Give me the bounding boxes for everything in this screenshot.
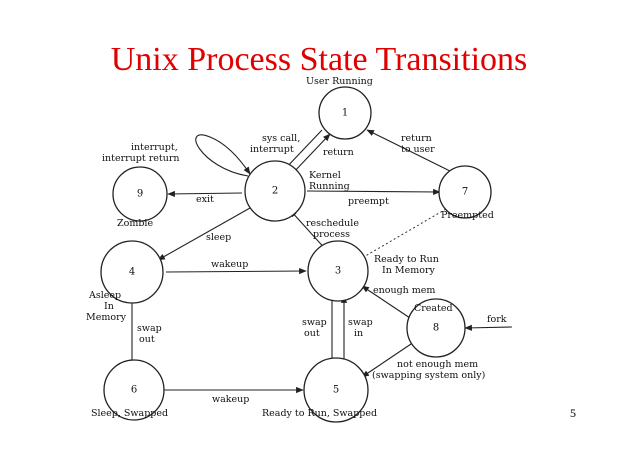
state-5: 5 bbox=[303, 357, 369, 423]
svg-text:3: 3 bbox=[335, 266, 341, 277]
edge-syscall-to-kernel bbox=[283, 129, 323, 171]
label-interrupt-line2: interrupt return bbox=[102, 153, 179, 164]
label-enough-mem: enough mem bbox=[373, 285, 435, 296]
edge-not-enough-mem bbox=[361, 341, 415, 378]
edge-return-to-user bbox=[366, 129, 453, 173]
state-8: 8 bbox=[406, 298, 466, 358]
state-4-label-line3: Memory bbox=[86, 312, 127, 323]
svg-text:6: 6 bbox=[131, 385, 137, 396]
state-6-label: Sleep, Swapped bbox=[91, 408, 168, 419]
label-swap-out-ready-line1: swap bbox=[302, 317, 327, 328]
state-4-label-line1: Asleep bbox=[88, 290, 121, 301]
state-2-label-line1: Kernel bbox=[309, 170, 341, 181]
label-sleep: sleep bbox=[206, 232, 231, 243]
label-not-enough-line1: not enough mem bbox=[397, 359, 478, 370]
state-9-label: Zombie bbox=[117, 218, 153, 229]
label-wakeup-memory: wakeup bbox=[211, 259, 248, 270]
label-reschedule-line1: reschedule bbox=[306, 218, 359, 229]
label-preempt: preempt bbox=[348, 196, 389, 207]
edge-preempt bbox=[306, 188, 441, 196]
label-interrupt-line1: interrupt, bbox=[131, 142, 178, 153]
label-fork: fork bbox=[487, 314, 507, 325]
edge-exit bbox=[167, 190, 243, 197]
state-7-label: Preempted bbox=[441, 210, 494, 221]
label-return-to-user-line1: return bbox=[401, 133, 432, 144]
svg-text:5: 5 bbox=[333, 385, 339, 396]
state-3: 3 bbox=[307, 240, 369, 302]
edge-wakeup-memory bbox=[165, 267, 307, 275]
state-6: 6 bbox=[103, 359, 165, 421]
label-wakeup-swapped: wakeup bbox=[212, 394, 249, 405]
slide-title: Unix Process State Transitions bbox=[110, 41, 528, 78]
label-swap-out-ready-line2: out bbox=[304, 328, 320, 339]
label-swap-out-asleep-line2: out bbox=[139, 334, 155, 345]
state-5-label: Ready to Run, Swapped bbox=[262, 408, 377, 419]
label-not-enough-line2: (swapping system only) bbox=[372, 370, 485, 381]
label-syscall-line1: sys call, bbox=[262, 133, 300, 144]
svg-text:4: 4 bbox=[129, 267, 135, 278]
state-1: 1 bbox=[318, 86, 372, 140]
state-7: 7 bbox=[438, 165, 492, 219]
label-exit: exit bbox=[196, 194, 214, 205]
label-swap-out-asleep-line1: swap bbox=[137, 323, 162, 334]
edge-fork bbox=[464, 324, 513, 331]
svg-text:1: 1 bbox=[342, 108, 348, 119]
state-2: 2 bbox=[244, 160, 306, 222]
svg-text:2: 2 bbox=[272, 186, 278, 197]
label-return-kernel: return bbox=[323, 147, 354, 158]
state-4-label-line2: In bbox=[104, 301, 114, 312]
page-number: 5 bbox=[570, 406, 576, 420]
state-2-label-line2: Running bbox=[309, 181, 350, 192]
svg-text:7: 7 bbox=[462, 187, 468, 198]
edge-reschedule bbox=[289, 209, 329, 253]
label-swap-in-line2: in bbox=[354, 328, 363, 339]
state-1-label: User Running bbox=[306, 76, 373, 87]
state-8-label: Created bbox=[414, 303, 453, 314]
edge-sleep bbox=[157, 207, 251, 261]
svg-text:8: 8 bbox=[433, 323, 439, 334]
edge-preempted-ready-dotted bbox=[361, 208, 447, 259]
state-3-label-line2: In Memory bbox=[382, 265, 436, 276]
state-3-label-line1: Ready to Run bbox=[374, 254, 439, 265]
state-4: 4 bbox=[100, 240, 164, 304]
edge-return-to-user-running bbox=[291, 133, 331, 175]
state-9: 9 bbox=[112, 166, 168, 222]
edge-enough-mem bbox=[361, 285, 411, 319]
label-syscall-line2: interrupt bbox=[250, 144, 294, 155]
label-swap-in-line1: swap bbox=[348, 317, 373, 328]
label-return-to-user-line2: to user bbox=[401, 144, 435, 155]
label-reschedule-line2: process bbox=[313, 229, 350, 240]
svg-text:9: 9 bbox=[137, 189, 143, 200]
edge-interrupt-loop bbox=[195, 134, 251, 177]
